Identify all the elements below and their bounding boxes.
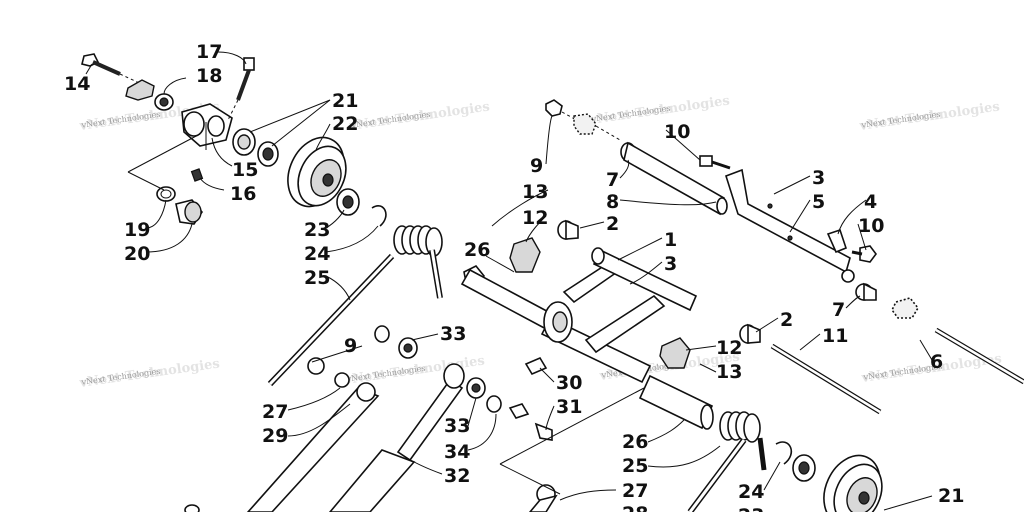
callout-13: 13 xyxy=(522,181,548,203)
callout-15: 15 xyxy=(232,159,258,181)
nut-part xyxy=(545,99,621,141)
callout-2: 2 xyxy=(606,213,619,235)
slider-pad-part xyxy=(125,79,174,111)
callout-21: 21 xyxy=(938,485,964,507)
idler-wheel-part xyxy=(287,136,347,208)
torsion-spring-part xyxy=(687,411,767,512)
rear-arm-part xyxy=(725,168,855,283)
callout-22: 22 xyxy=(332,113,358,135)
spacer-tube-part xyxy=(638,374,714,430)
callout-34: 34 xyxy=(444,441,470,463)
link-part xyxy=(184,484,558,512)
torsion-spring-part xyxy=(267,225,443,387)
callout-20: 20 xyxy=(124,243,150,265)
callout-33: 33 xyxy=(444,415,470,437)
bolt-part xyxy=(699,155,731,170)
callout-10: 10 xyxy=(858,215,884,237)
idler-wheel-part xyxy=(823,454,883,512)
watermark: vNext Technologies vNext Technologies xyxy=(858,99,1001,134)
bolt-part xyxy=(227,57,255,121)
callout-4: 4 xyxy=(864,191,877,213)
callout-28: 28 xyxy=(622,503,648,512)
callout-labels: 14 17 18 21 22 15 16 19 20 23 24 25 9 10… xyxy=(64,41,964,512)
callout-27: 27 xyxy=(262,401,288,423)
callout-3: 3 xyxy=(664,253,677,275)
callout-7: 7 xyxy=(832,299,845,321)
callout-14: 14 xyxy=(64,73,90,95)
watermark: vNext Technologies vNext Technologies xyxy=(348,99,491,134)
callout-30: 30 xyxy=(556,372,582,394)
washer-part xyxy=(156,186,203,225)
callout-33: 33 xyxy=(440,323,466,345)
callout-5: 5 xyxy=(812,191,825,213)
callout-23: 23 xyxy=(304,219,330,241)
callout-16: 16 xyxy=(230,183,256,205)
callout-12: 12 xyxy=(522,207,548,229)
callout-26: 26 xyxy=(464,239,490,261)
callout-8: 8 xyxy=(606,191,619,213)
bolt-part xyxy=(81,53,151,89)
watermark: vNext Technologies vNext Technologies xyxy=(588,93,731,128)
callout-9: 9 xyxy=(344,335,357,357)
shock-absorber-part xyxy=(246,363,465,512)
snap-ring-part xyxy=(775,441,793,465)
front-arm-part xyxy=(460,219,882,415)
callout-24: 24 xyxy=(304,243,330,265)
parts xyxy=(81,53,1024,512)
bearing-part xyxy=(232,128,279,167)
cross-shaft-part xyxy=(620,141,728,216)
callout-31: 31 xyxy=(556,396,582,418)
callout-29: 29 xyxy=(262,425,288,447)
bolt-part xyxy=(851,245,877,263)
bushing-part xyxy=(855,282,919,319)
callout-10: 10 xyxy=(664,121,690,143)
callout-9: 9 xyxy=(530,155,543,177)
callout-19: 19 xyxy=(124,219,150,241)
callout-25: 25 xyxy=(622,455,648,477)
callout-32: 32 xyxy=(444,465,470,487)
callout-12: 12 xyxy=(716,337,742,359)
callout-1: 1 xyxy=(664,229,677,251)
callout-3: 3 xyxy=(812,167,825,189)
callout-18: 18 xyxy=(196,65,222,87)
callout-21: 21 xyxy=(332,90,358,112)
callout-7: 7 xyxy=(606,169,619,191)
callout-25: 25 xyxy=(304,267,330,289)
bearing-part xyxy=(336,188,387,227)
callout-23: 23 xyxy=(738,505,764,512)
rear-shaft-part xyxy=(934,327,1024,385)
idler-bracket-part xyxy=(181,103,233,182)
callout-27: 27 xyxy=(622,480,648,502)
callout-11: 11 xyxy=(822,325,848,347)
pin-part xyxy=(508,356,553,441)
callout-26: 26 xyxy=(622,431,648,453)
callout-2: 2 xyxy=(780,309,793,331)
callout-17: 17 xyxy=(196,41,222,63)
callout-24: 24 xyxy=(738,481,764,503)
callout-6: 6 xyxy=(930,351,943,373)
watermark: vNext Technologies vNext Technologies xyxy=(78,356,221,391)
callout-13: 13 xyxy=(716,361,742,383)
bearing-part xyxy=(792,454,816,482)
leader-lines xyxy=(85,51,933,511)
